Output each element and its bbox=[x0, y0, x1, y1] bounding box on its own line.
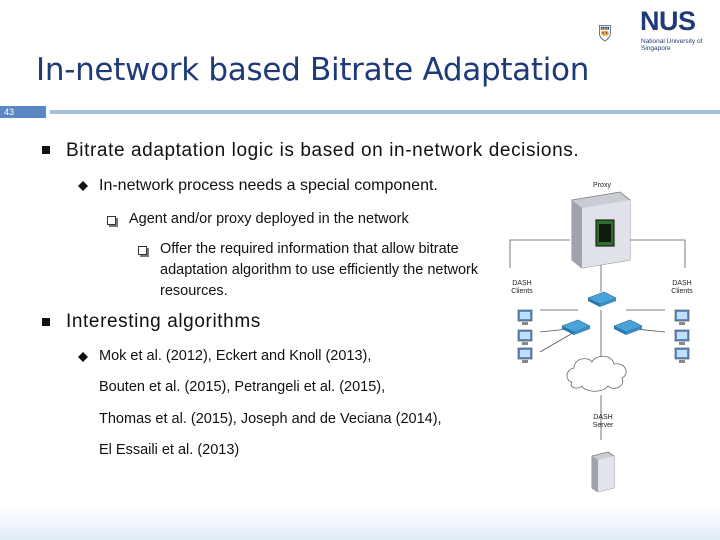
reference-line: Mok et al. (2012), Eckert and Knoll (201… bbox=[99, 348, 372, 364]
client-computer-icon bbox=[517, 309, 533, 325]
bullet-diamond-icon bbox=[78, 181, 88, 191]
client-computer-icon bbox=[674, 329, 690, 345]
bullet-1: Bitrate adaptation logic is based on in-… bbox=[66, 140, 580, 161]
reference-line: El Essaili et al. (2013) bbox=[99, 442, 240, 458]
title-rule bbox=[50, 110, 720, 114]
bullet-box-icon bbox=[107, 216, 116, 225]
bullet-2: Interesting algorithms bbox=[66, 311, 261, 332]
client-computer-icon bbox=[674, 309, 690, 325]
slide-title: In-network based Bitrate Adaptation bbox=[36, 52, 590, 88]
proxy-server-icon bbox=[571, 191, 631, 269]
bullet-box-icon bbox=[138, 246, 147, 255]
reference-line: Bouten et al. (2015), Petrangeli et al. … bbox=[99, 379, 386, 395]
reference-line: Thomas et al. (2015), Joseph and de Veci… bbox=[99, 411, 442, 427]
footer-band bbox=[0, 506, 720, 540]
network-switch-icon bbox=[613, 319, 643, 335]
slide-number-bar bbox=[0, 106, 46, 118]
proxy-label: Proxy bbox=[593, 182, 611, 189]
dash-clients-left-label: DASH Clients bbox=[511, 280, 533, 295]
dash-server-label: DASH Server bbox=[592, 414, 614, 429]
network-switch-icon bbox=[561, 319, 591, 335]
cloud-icon bbox=[566, 355, 627, 392]
bullet-diamond-icon bbox=[78, 352, 88, 362]
bullet-square-icon bbox=[42, 318, 50, 326]
dash-server-icon bbox=[591, 451, 615, 493]
bullet-1-1: In-network process needs a special compo… bbox=[99, 177, 438, 194]
logo-subtitle: National University of Singapore bbox=[641, 38, 703, 52]
network-diagram bbox=[509, 191, 690, 493]
client-computer-icon bbox=[674, 347, 690, 363]
logo-wordmark: NUS bbox=[640, 6, 696, 36]
bullet-square-icon bbox=[42, 146, 50, 154]
dash-clients-right-label: DASH Clients bbox=[671, 280, 693, 295]
client-computer-icon bbox=[517, 347, 533, 363]
client-computer-icon bbox=[517, 329, 533, 345]
bullet-1-1-1-1: Offer the required information that allo… bbox=[160, 241, 479, 299]
nus-crest-icon bbox=[599, 25, 611, 42]
network-switch-icon bbox=[587, 291, 617, 307]
bullet-1-1-1: Agent and/or proxy deployed in the netwo… bbox=[129, 211, 409, 227]
slide-number: 43 bbox=[4, 107, 15, 117]
